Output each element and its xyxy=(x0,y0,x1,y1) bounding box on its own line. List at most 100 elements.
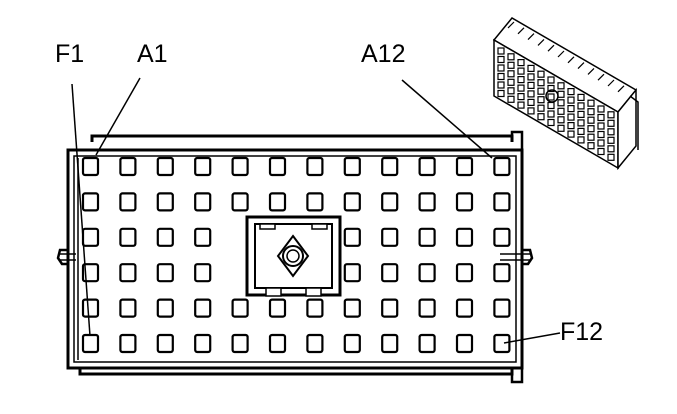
pin-cavity-b12 xyxy=(493,192,511,212)
thumbnail-cavity xyxy=(517,58,525,67)
thumbnail-cavity xyxy=(607,145,615,153)
thumbnail-cavity xyxy=(507,53,515,61)
pin-cavity-c11 xyxy=(455,227,474,247)
thumbnail-cavity xyxy=(577,102,585,110)
leader-lines xyxy=(71,77,561,344)
pin-cavity-f3 xyxy=(156,333,174,354)
pin-cavity-a2 xyxy=(119,156,137,177)
pin-cavity-b4 xyxy=(194,192,212,212)
pin-cavity-f4 xyxy=(194,333,212,354)
pin-cavity-a12 xyxy=(493,156,511,177)
thumbnail-cavity xyxy=(517,101,525,109)
thumbnail-cavity xyxy=(607,111,615,119)
pin-cavity-f7 xyxy=(306,333,324,354)
thumbnail-center-post xyxy=(545,89,559,103)
connector-3d-thumbnail xyxy=(492,17,639,171)
thumbnail-cavity xyxy=(507,61,515,69)
thumbnail-cavity xyxy=(527,73,535,81)
thumbnail-cavity xyxy=(557,116,565,124)
pin-cavity-a9 xyxy=(381,156,399,177)
thumbnail-cavity xyxy=(537,113,545,121)
pin-label-a1: A1 xyxy=(137,40,168,68)
thumbnail-cavity xyxy=(507,95,515,103)
connector-body xyxy=(56,130,534,384)
thumbnail-cavity xyxy=(597,113,605,122)
thumbnail-top-latch xyxy=(567,56,575,64)
leader-line-f12 xyxy=(503,332,561,344)
pin-label-f1: F1 xyxy=(55,40,84,68)
pin-cavity-f9 xyxy=(381,333,399,354)
thumbnail-cavity xyxy=(527,81,535,90)
pin-cavity-e3 xyxy=(156,298,174,318)
pin-cavity-a8 xyxy=(343,156,361,177)
pin-cavity-a1 xyxy=(81,156,100,177)
pin-cavity-e11 xyxy=(455,298,474,318)
leader-line-a1 xyxy=(95,77,141,156)
thumbnail-cavity xyxy=(567,130,575,138)
thumbnail-cavity xyxy=(557,124,565,132)
thumbnail-top-latch xyxy=(597,73,605,81)
thumbnail-top-latch xyxy=(537,38,545,46)
thumbnail-cavity xyxy=(517,67,525,75)
thumbnail-cavity xyxy=(497,89,505,98)
pin-cavity-d8 xyxy=(343,263,361,283)
pin-cavity-b6 xyxy=(268,192,287,212)
thumbnail-cavity xyxy=(587,142,595,150)
pin-cavity-d12 xyxy=(493,263,511,283)
pin-cavity-c2 xyxy=(119,227,137,247)
thumbnail-cavity xyxy=(587,133,595,141)
thumbnail-cavity xyxy=(497,81,505,89)
thumbnail-cavity xyxy=(547,84,555,93)
thumbnail-cavity xyxy=(527,64,535,73)
center-key-post xyxy=(245,215,342,297)
thumbnail-top-latch xyxy=(507,21,515,29)
pin-cavity-e4 xyxy=(194,298,212,318)
thumbnail-cavity xyxy=(587,125,595,133)
pin-cavity-d3 xyxy=(156,263,174,283)
leader-line-f1 xyxy=(71,83,91,337)
thumbnail-top-latch xyxy=(527,33,535,41)
pin-cavity-e5 xyxy=(231,298,249,318)
pin-cavity-e12 xyxy=(493,298,511,318)
pin-cavity-e8 xyxy=(343,298,361,318)
thumbnail-cavity xyxy=(527,98,535,107)
pin-cavity-f10 xyxy=(418,333,436,354)
pin-cavity-b10 xyxy=(418,192,436,212)
thumbnail-cavity xyxy=(597,130,605,139)
thumbnail-cavity xyxy=(547,76,555,84)
pin-cavity-f2 xyxy=(119,333,137,354)
thumbnail-cavity xyxy=(537,104,545,112)
thumbnail-cavity xyxy=(567,87,575,96)
thumbnail-cavity xyxy=(537,70,545,78)
leader-line-a12 xyxy=(401,79,493,159)
pin-cavity-d11 xyxy=(455,263,474,283)
thumbnail-cavity xyxy=(577,93,585,102)
pin-cavity-f12 xyxy=(493,333,511,354)
thumbnail-cavity xyxy=(577,119,585,127)
thumbnail-cavity xyxy=(497,64,505,72)
pin-cavity-d4 xyxy=(194,263,212,283)
pin-cavity-c10 xyxy=(418,227,436,247)
pin-cavity-b1 xyxy=(81,192,100,212)
pin-cavity-a11 xyxy=(455,156,474,177)
pin-cavity-f1 xyxy=(81,333,100,354)
pin-cavity-b8 xyxy=(343,192,361,212)
thumbnail-cavity xyxy=(557,107,565,115)
thumbnail-top-latch xyxy=(517,27,525,35)
pin-label-a12: A12 xyxy=(361,40,405,68)
pin-cavity-a4 xyxy=(194,156,212,177)
thumbnail-cavity xyxy=(527,107,535,115)
pin-cavity-e1 xyxy=(81,298,100,318)
pin-label-f12: F12 xyxy=(560,318,603,346)
pin-cavity-d2 xyxy=(119,263,137,283)
thumbnail-cavity xyxy=(567,121,575,130)
pin-cavity-d9 xyxy=(381,263,399,283)
pin-cavity-a7 xyxy=(306,156,324,177)
pin-cavity-b3 xyxy=(156,192,174,212)
pin-cavity-a5 xyxy=(231,156,249,177)
thumbnail-cavity xyxy=(607,128,615,136)
thumbnail-cavity xyxy=(517,92,525,101)
pin-cavity-d1 xyxy=(81,263,100,283)
pin-cavity-e6 xyxy=(268,298,287,318)
